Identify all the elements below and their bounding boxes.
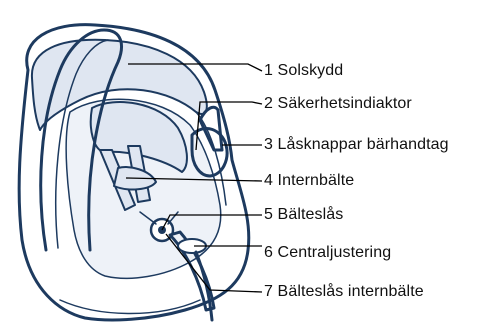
callout-number: 5 [264, 206, 273, 223]
callout-label: Bälteslås [278, 206, 344, 223]
car-seat-illustration [19, 25, 249, 320]
callout-label: Säkerhetsindiaktor [278, 95, 412, 112]
callout-label: Bälteslås internbälte [278, 283, 424, 300]
callout-label: Centraljustering [278, 244, 392, 261]
callout-centraljustering: 6 Centraljustering [264, 244, 391, 262]
callout-label: Internbälte [278, 172, 355, 189]
callout-label: Låsknappar bärhandtag [278, 136, 449, 153]
callout-balteslas-internbalte: 7 Bälteslås internbälte [264, 283, 424, 301]
callout-number: 4 [264, 172, 273, 189]
callout-solskydd: 1 Solskydd [264, 62, 343, 80]
callout-number: 3 [264, 136, 273, 153]
callout-label: Solskydd [278, 62, 344, 79]
callout-internbalte: 4 Internbälte [264, 172, 354, 190]
callout-number: 7 [264, 283, 273, 300]
callout-lasknappar: 3 Låsknappar bärhandtag [264, 136, 449, 154]
callout-number: 6 [264, 244, 273, 261]
callout-balteslas: 5 Bälteslås [264, 206, 343, 224]
callout-number: 1 [264, 62, 273, 79]
callout-number: 2 [264, 95, 273, 112]
callout-sakerhetsindikator: 2 Säkerhetsindiaktor [264, 95, 412, 113]
